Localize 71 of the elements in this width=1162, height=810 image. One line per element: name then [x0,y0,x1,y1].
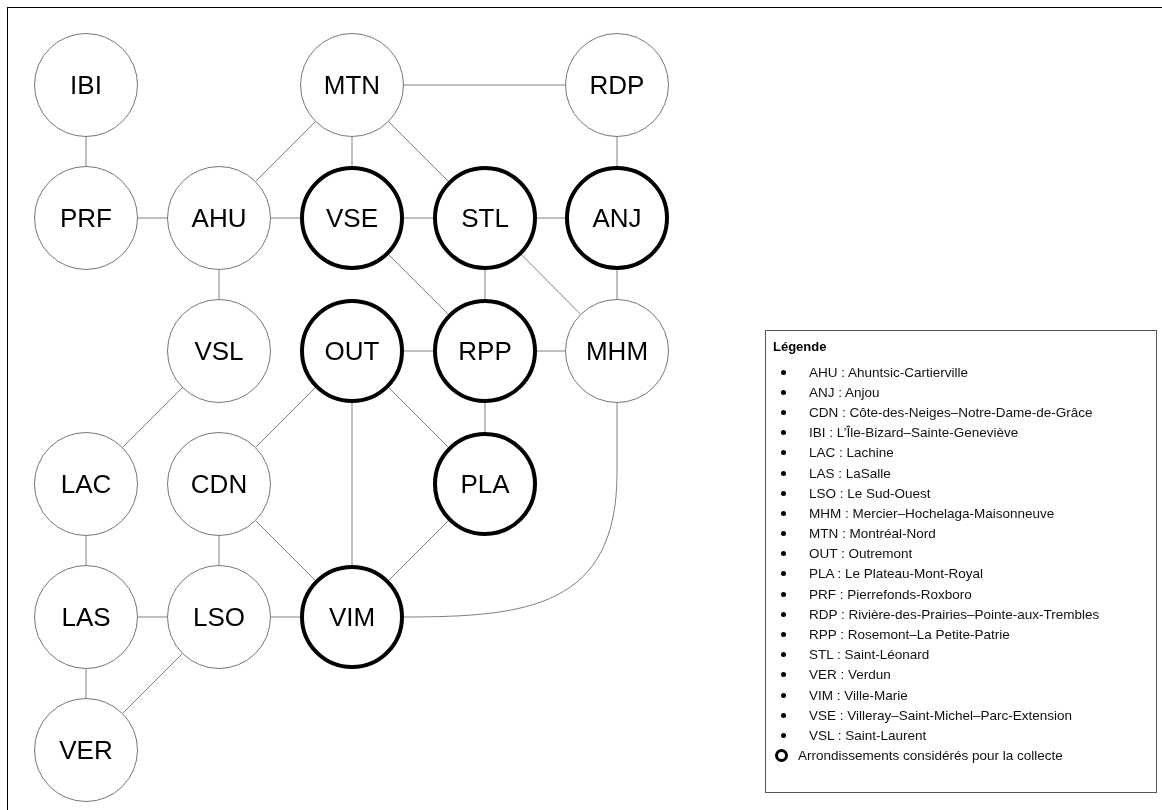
legend-text: PLA : Le Plateau-Mont-Royal [809,566,984,582]
connector-line [403,217,434,219]
connector-line [403,84,566,86]
borough-code: VIM [328,601,376,633]
connector-line [270,217,301,219]
legend-text: VSL : Saint-Laurent [809,727,927,743]
connector-line [536,217,566,219]
legend-text: MHM : Mercier–Hochelaga-Maisonneuve [809,505,1055,521]
borough-code: PRF [60,202,112,234]
connector-line [85,668,87,699]
borough-code: MTN [323,69,381,101]
connector-line [85,136,87,167]
borough-code: LAS [61,601,111,633]
connector-line [218,535,220,566]
legend-text: OUT : Outremont [809,546,913,562]
connector-line [137,217,168,219]
borough-code: PLA [460,468,510,500]
borough-code: IBI [70,69,102,101]
connector-line [137,616,168,618]
connector-line [85,535,87,566]
legend-text: STL : Saint-Léonard [809,647,930,663]
borough-code: LAC [60,468,112,500]
legend-text: ANJ : Anjou [809,384,880,400]
connector-line [403,402,618,618]
connector-line [122,387,183,448]
connector-line [616,269,618,300]
borough-code: LSO [193,601,245,633]
borough-code: ANJ [592,202,642,234]
borough-code: VSL [194,335,244,367]
connector-line [484,402,486,433]
connector-line [616,136,618,167]
connector-line [388,121,449,182]
borough-code: RPP [458,335,512,367]
connector-line [255,520,316,581]
borough-code: RDP [589,69,645,101]
borough-code: CDN [190,468,248,500]
borough-code: AHU [191,202,247,234]
connector-line [388,520,449,581]
legend-text: Arrondissements considérés pour la collecte [798,748,1063,764]
borough-code: MHM [585,335,649,367]
legend-text: AHU : Ahuntsic-Cartierville [809,364,969,380]
legend-text: VIM : Ville-Marie [809,687,908,703]
legend-text: PRF : Pierrefonds-Roxboro [809,586,972,602]
connector-line [388,387,449,448]
legend-text: VER : Verdun [809,667,891,683]
borough-code: OUT [324,335,380,367]
legend-text: RDP : Rivière-des-Prairies–Pointe-aux-Trembles [809,606,1100,622]
connector-line [536,350,566,352]
legend-text: LAS : LaSalle [809,465,891,481]
connector-line [403,350,434,352]
connector-line [351,136,353,167]
legend-text: MTN : Montréal-Nord [809,526,936,542]
borough-code: VSE [326,202,378,234]
legend-text: LSO : Le Sud-Ouest [809,485,931,501]
legend-text: RPP : Rosemont–La Petite-Patrie [809,627,1010,643]
connector-line [255,387,316,448]
borough-code: VER [59,734,113,766]
connector-line [484,269,486,300]
connector-line [388,254,449,315]
legend-text: LAC : Lachine [809,445,894,461]
connector-line [351,402,353,566]
connector-line [270,616,301,618]
borough-code: STL [461,202,509,234]
connector-line [122,653,183,714]
legend-text: IBI : L’Île-Bizard–Sainte-Geneviève [809,425,1019,441]
connector-line [255,121,316,182]
legend-text: CDN : Côte-des-Neiges–Notre-Dame-de-Grâce [809,404,1093,420]
connector-line [521,254,581,315]
legend-text: VSE : Villeray–Saint-Michel–Parc-Extension [809,707,1073,723]
legend-title: Légende [773,339,828,354]
connector-line [218,269,220,300]
